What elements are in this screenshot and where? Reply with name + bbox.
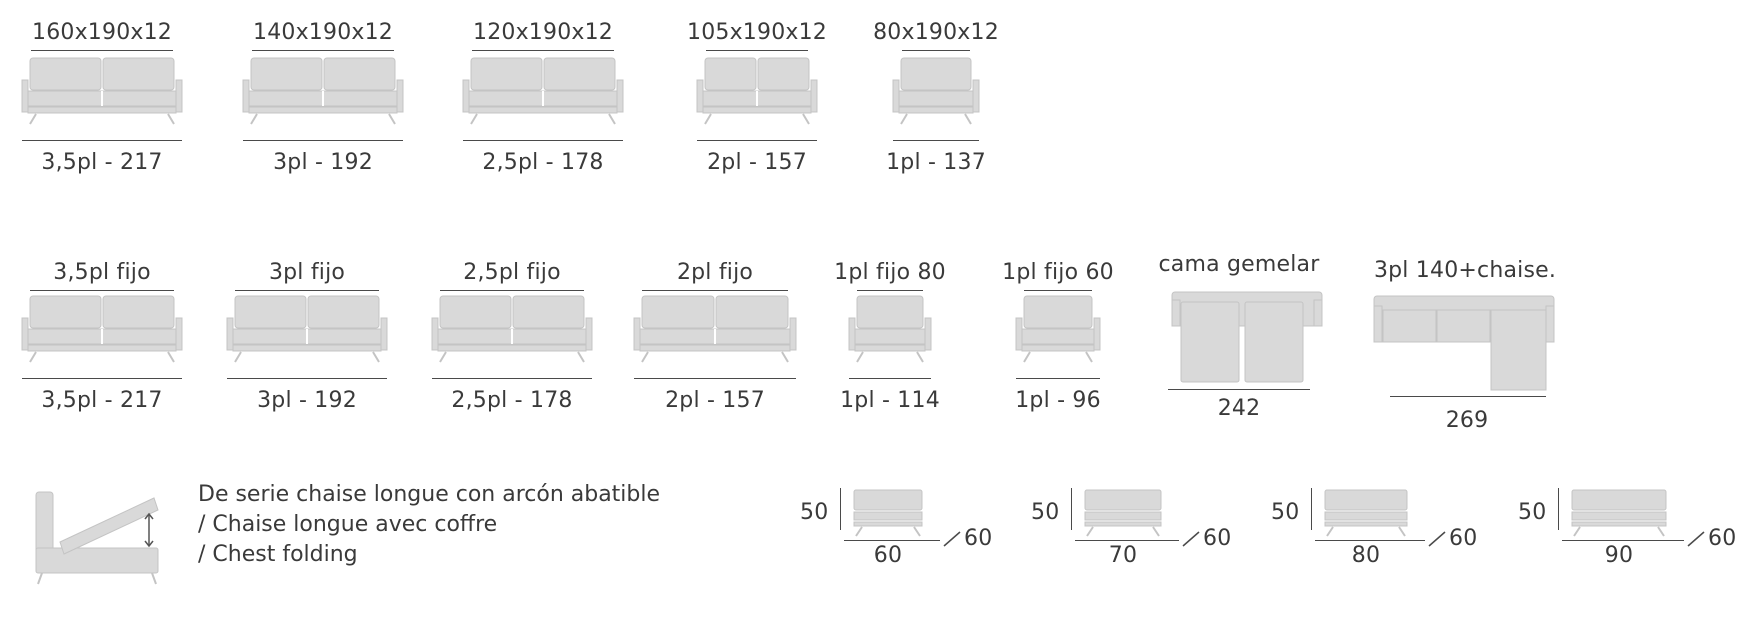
width-label: 70 bbox=[1108, 543, 1138, 568]
size-rule bbox=[472, 50, 614, 51]
size-label: 120x190x12 bbox=[472, 20, 614, 45]
seat-width-label: 3pl - 192 bbox=[257, 388, 357, 413]
height-label: 50 bbox=[1271, 500, 1300, 525]
width-rule bbox=[1168, 389, 1310, 390]
model-label: 1pl fijo 80 bbox=[834, 260, 946, 285]
model-rule bbox=[440, 290, 584, 291]
seat-width-label: 3,5pl - 217 bbox=[41, 150, 163, 175]
depth-label: 60 bbox=[1708, 526, 1737, 551]
seat-width-label: 3,5pl - 217 bbox=[41, 388, 163, 413]
sofa-two-seat-icon bbox=[696, 57, 818, 125]
width-label: 60 bbox=[873, 543, 903, 568]
width-rule bbox=[22, 140, 182, 141]
sofa-two-seat-icon bbox=[21, 295, 183, 363]
sofa-one-seat-icon bbox=[892, 57, 980, 125]
width-rule bbox=[844, 540, 940, 541]
width-rule bbox=[463, 140, 623, 141]
model-label: 3pl 140+chaise. bbox=[1373, 258, 1557, 283]
pouf-icon bbox=[1084, 489, 1162, 537]
model-label: 2,5pl fijo bbox=[463, 260, 561, 285]
size-rule bbox=[706, 50, 808, 51]
sofa-one-seat-icon bbox=[848, 295, 932, 363]
size-rule bbox=[31, 50, 173, 51]
sofa-two-seat-icon bbox=[633, 295, 797, 363]
seat-width-label: 2pl - 157 bbox=[707, 150, 807, 175]
width-rule bbox=[893, 140, 979, 141]
model-label: 2pl fijo bbox=[676, 260, 754, 285]
seat-width-label: 2pl - 157 bbox=[665, 388, 765, 413]
height-rule bbox=[840, 488, 841, 530]
chest-folding-text-es: De serie chaise longue con arcón abatibl… bbox=[198, 482, 661, 507]
depth-marker-icon bbox=[1687, 531, 1705, 547]
height-rule bbox=[1558, 488, 1559, 530]
sofa-two-seat-icon bbox=[462, 57, 624, 125]
width-rule bbox=[634, 378, 796, 379]
depth-label: 60 bbox=[964, 526, 993, 551]
width-rule bbox=[243, 140, 403, 141]
size-rule bbox=[902, 50, 970, 51]
size-label: 105x190x12 bbox=[686, 20, 828, 45]
width-label: 269 bbox=[1445, 408, 1489, 433]
sofa-two-seat-icon bbox=[431, 295, 593, 363]
seat-width-label: 2,5pl - 178 bbox=[451, 388, 573, 413]
sofa-one-seat-icon bbox=[1015, 295, 1101, 363]
model-label: 3,5pl fijo bbox=[53, 260, 151, 285]
width-rule bbox=[432, 378, 592, 379]
size-rule bbox=[252, 50, 394, 51]
width-rule bbox=[1315, 540, 1425, 541]
size-label: 140x190x12 bbox=[252, 20, 394, 45]
pouf-icon bbox=[853, 489, 923, 537]
width-rule bbox=[1075, 540, 1179, 541]
height-rule bbox=[1071, 488, 1072, 530]
depth-marker-icon bbox=[1428, 531, 1446, 547]
depth-marker-icon bbox=[1182, 531, 1200, 547]
seat-width-label: 1pl - 96 bbox=[1015, 388, 1101, 413]
model-label: 3pl fijo bbox=[268, 260, 346, 285]
width-label: 242 bbox=[1217, 396, 1261, 421]
twin-bed-top-view-icon bbox=[1171, 291, 1323, 383]
width-rule bbox=[1016, 378, 1100, 379]
sofa-two-seat-icon bbox=[226, 295, 388, 363]
width-rule bbox=[849, 378, 931, 379]
model-rule bbox=[235, 290, 379, 291]
model-rule bbox=[642, 290, 788, 291]
size-label: 80x190x12 bbox=[873, 20, 999, 45]
depth-label: 60 bbox=[1449, 526, 1478, 551]
model-label: 1pl fijo 60 bbox=[1002, 260, 1114, 285]
width-rule bbox=[22, 378, 182, 379]
pouf-icon bbox=[1324, 489, 1408, 537]
chest-folding-icon bbox=[35, 491, 159, 585]
chest-folding-section: De serie chaise longue con arcón abatibl… bbox=[0, 470, 700, 600]
seat-width-label: 1pl - 114 bbox=[840, 388, 940, 413]
width-rule bbox=[697, 140, 817, 141]
model-rule bbox=[857, 290, 923, 291]
width-label: 90 bbox=[1604, 543, 1634, 568]
width-rule bbox=[1390, 396, 1546, 397]
width-label: 80 bbox=[1351, 543, 1381, 568]
sofa-two-seat-icon bbox=[21, 57, 183, 125]
model-rule bbox=[1024, 290, 1092, 291]
chest-folding-text-fr: / Chaise longue avec coffre bbox=[198, 512, 498, 537]
depth-marker-icon bbox=[943, 531, 961, 547]
chaise-sofa-top-view-icon bbox=[1373, 295, 1555, 391]
seat-width-label: 2,5pl - 178 bbox=[482, 150, 604, 175]
model-rule bbox=[30, 290, 174, 291]
depth-label: 60 bbox=[1203, 526, 1232, 551]
pouf-icon bbox=[1571, 489, 1667, 537]
height-rule bbox=[1311, 488, 1312, 530]
size-label: 160x190x12 bbox=[31, 20, 173, 45]
height-label: 50 bbox=[800, 500, 829, 525]
height-label: 50 bbox=[1031, 500, 1060, 525]
seat-width-label: 3pl - 192 bbox=[273, 150, 373, 175]
height-label: 50 bbox=[1518, 500, 1547, 525]
seat-width-label: 1pl - 137 bbox=[886, 150, 986, 175]
model-label: cama gemelar bbox=[1158, 252, 1320, 277]
sofa-two-seat-icon bbox=[242, 57, 404, 125]
width-rule bbox=[227, 378, 387, 379]
width-rule bbox=[1562, 540, 1684, 541]
chest-folding-text-en: / Chest folding bbox=[198, 542, 358, 567]
